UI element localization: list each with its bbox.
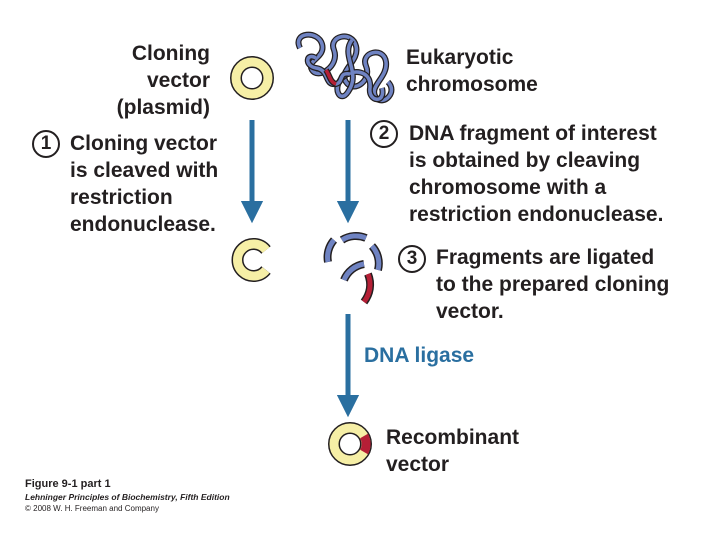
step-1-text: Cloning vector is cleaved with restricti…: [70, 132, 219, 236]
label-dna-ligase: DNA ligase: [364, 344, 475, 367]
step-3-badge: 3: [398, 245, 426, 273]
label-cloning-vector: Cloning vector (plasmid): [116, 42, 210, 119]
label-eukaryotic-chromosome: Eukaryotic chromosome: [406, 46, 538, 96]
figure-caption: Figure 9-1 part 1: [25, 478, 111, 490]
copyright: © 2008 W. H. Freeman and Company: [25, 504, 159, 513]
step-2-text: DNA fragment of interest is obtained by …: [409, 122, 664, 226]
book-title: Lehninger Principles of Biochemistry, Fi…: [25, 492, 230, 502]
plasmid-intact: [230, 56, 274, 100]
label-recombinant-vector: Recombinant vector: [386, 426, 520, 476]
plasmid-cleaved: [231, 238, 271, 282]
step-1-badge: 1: [32, 130, 60, 158]
step-2-badge: 2: [370, 120, 398, 148]
dna-fragments: [323, 232, 383, 305]
recombinant-plasmid: [328, 422, 372, 466]
step-3-text: Fragments are ligated to the prepared cl…: [436, 246, 670, 323]
eukaryotic-chromosome: [295, 31, 395, 104]
